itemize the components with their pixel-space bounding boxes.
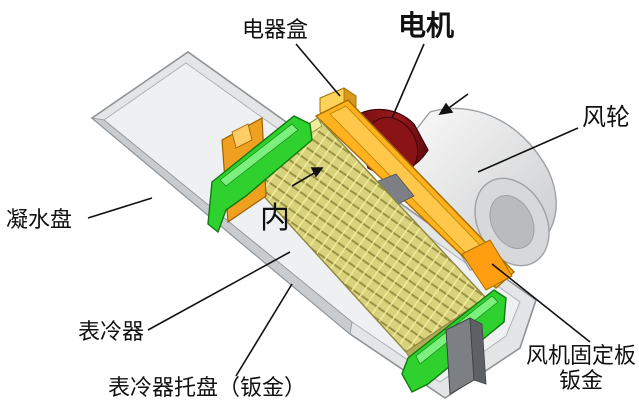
leader-motor — [391, 43, 425, 119]
fan-mounting-plate — [314, 99, 516, 291]
airflow-arrows — [291, 93, 469, 187]
coil-green-frame-left — [207, 115, 313, 234]
label-fan-wheel: 风轮 — [582, 103, 630, 131]
label-condensate-tray: 凝水盘 — [6, 208, 73, 233]
airflow-arrow-inner — [291, 171, 317, 187]
label-fan-mounting-plate: 风机固定板 钣金 — [525, 344, 637, 395]
label-coil: 表冷器 — [78, 320, 145, 345]
leader-condensate-tray — [87, 197, 153, 219]
airflow-arrow-inlet-head — [438, 102, 454, 116]
bottom-bracket — [445, 317, 487, 395]
leader-fan-wheel — [477, 127, 579, 173]
label-motor: 电机 — [398, 9, 455, 42]
leader-electrical-box — [295, 43, 341, 97]
label-fan-plate-line2: 钣金 — [558, 369, 603, 395]
leader-lines — [87, 43, 591, 377]
leader-coil — [147, 251, 291, 331]
label-fan-plate-line1: 风机固定板 — [525, 344, 636, 369]
airflow-arrow-inner-head — [310, 167, 324, 178]
leader-fan-plate — [491, 263, 591, 343]
leader-coil-tray — [235, 283, 293, 377]
airflow-arrow-inlet — [445, 93, 469, 111]
label-inner: 内 — [260, 201, 290, 236]
label-coil-tray: 表冷器托盘（钣金） — [108, 376, 307, 401]
fan-wheel-housing — [399, 107, 557, 271]
label-electrical-box: 电器盒 — [242, 18, 309, 43]
